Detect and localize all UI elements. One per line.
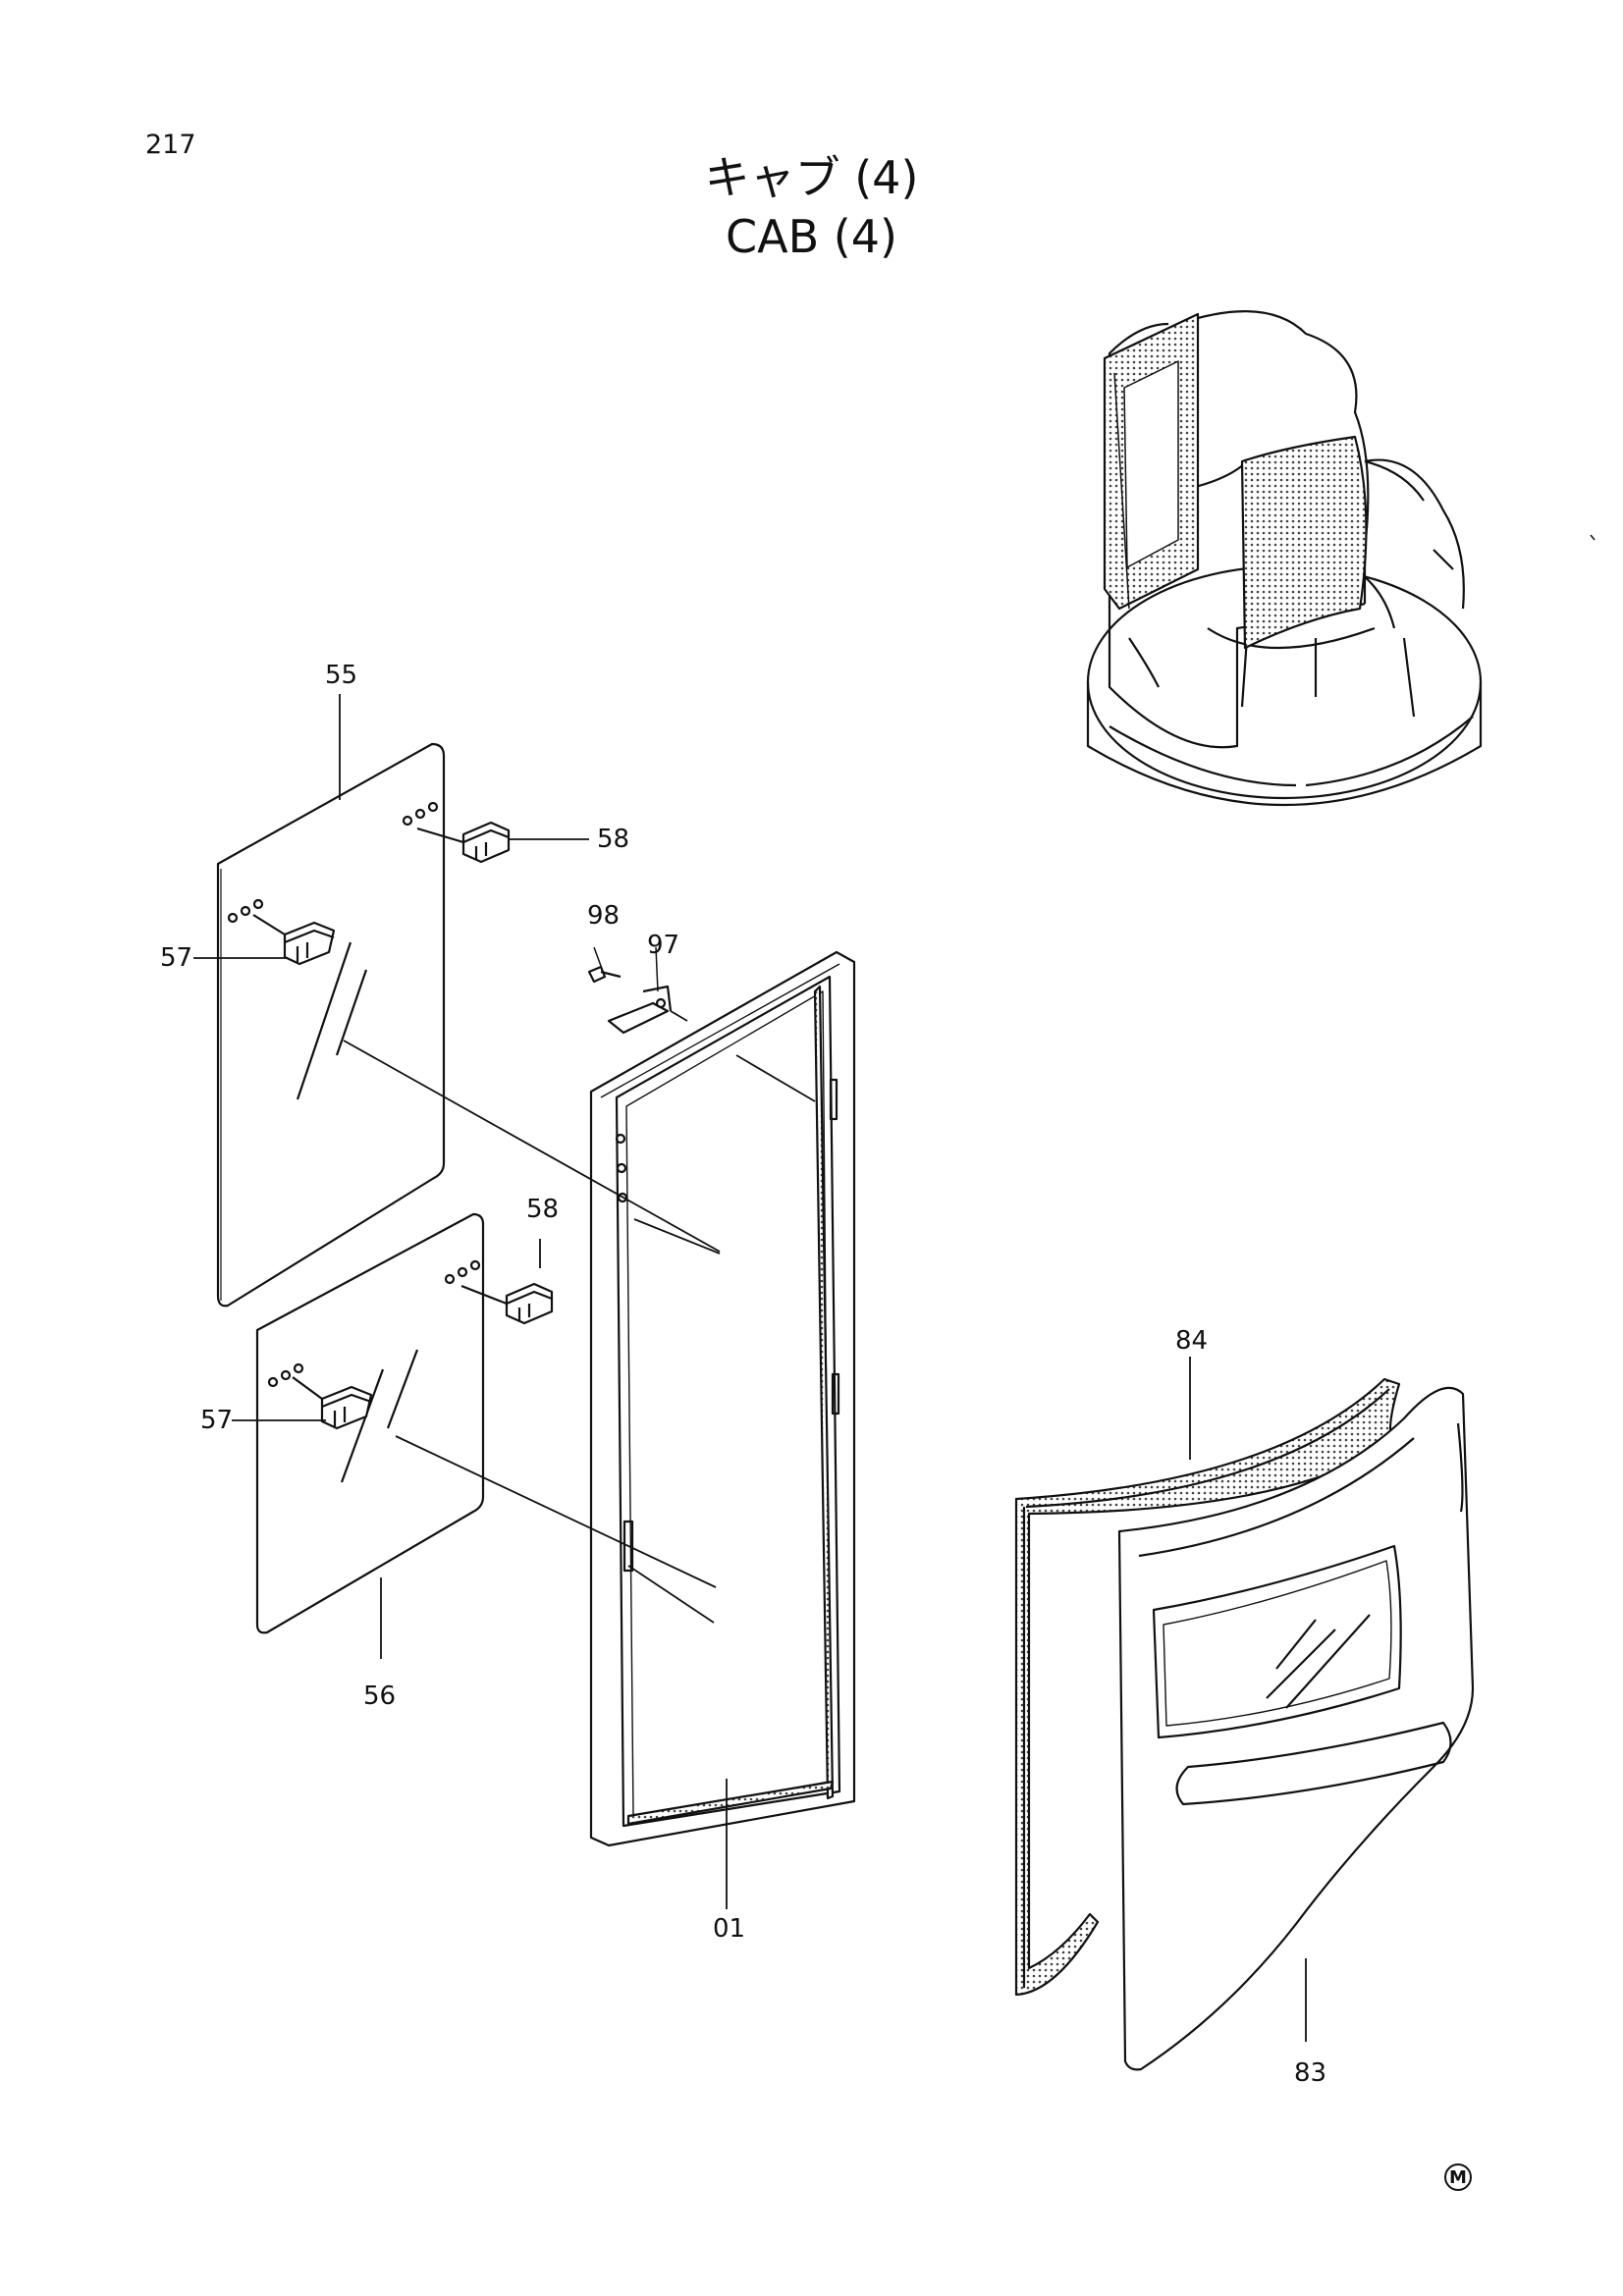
callout-57-upper: 57 (160, 943, 193, 973)
callout-83: 83 (1294, 2058, 1327, 2088)
door-frame-part-01 (589, 950, 856, 1847)
callout-57-lower: 57 (200, 1406, 234, 1435)
title-japanese: キャブ (4) (704, 151, 919, 204)
leader-lines (193, 694, 1307, 2042)
weather-strip-part-84 (1014, 1377, 1401, 1997)
upper-glass-part-55 (216, 742, 446, 1308)
catch-part-58-lower (460, 1282, 554, 1325)
screw-part-98 (587, 946, 622, 984)
callout-98: 98 (587, 901, 621, 931)
callout-56: 56 (363, 1682, 397, 1711)
page-number: 217 (145, 130, 196, 160)
latch-part-57-lower (292, 1376, 373, 1430)
cab-overview-illustration (1086, 310, 1596, 807)
lower-glass-part-56 (255, 1212, 485, 1634)
bracket-part-97 (607, 946, 673, 1035)
side-window-part-83 (1117, 1386, 1475, 2071)
callout-58-upper: 58 (597, 825, 630, 854)
callout-01: 01 (713, 1914, 746, 1944)
catch-part-58-upper (416, 821, 511, 864)
m-mark: M (1444, 2163, 1472, 2191)
callout-58-lower: 58 (526, 1195, 560, 1224)
title-english: CAB (4) (726, 210, 897, 263)
callout-97: 97 (647, 931, 680, 960)
callout-84: 84 (1175, 1326, 1209, 1356)
latch-part-57-upper (252, 914, 336, 966)
callout-55: 55 (325, 661, 358, 690)
